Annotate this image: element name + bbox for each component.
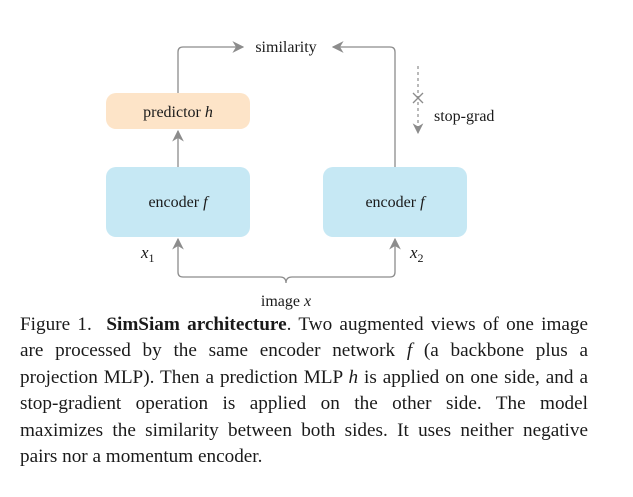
stop-grad-cross-icon <box>412 92 424 104</box>
caption-var-h: h <box>348 366 359 388</box>
stop-grad-label: stop-grad <box>434 108 494 125</box>
encoder-left-box <box>106 167 250 237</box>
caption-title: SimSiam architecture <box>106 314 287 335</box>
x1-label: x1 <box>140 243 155 265</box>
predictor-box <box>106 93 250 129</box>
similarity-label: similarity <box>255 39 316 56</box>
encoder-left-label: encoder f <box>148 194 210 211</box>
caption-text-1: Two augmented views of one image are pro… <box>20 314 589 362</box>
figure-label: Figure 1. <box>20 314 92 335</box>
image-brace <box>177 271 396 284</box>
arrow-predictor-to-similarity <box>177 41 245 93</box>
encoder-right-label: encoder f <box>365 194 427 211</box>
predictor-label: predictor h <box>143 104 213 121</box>
caption-title-period: . <box>286 314 292 335</box>
figure-caption: Figure 1. SimSiam architecture. Two augm… <box>20 312 588 470</box>
caption-text-3: is applied on one side, and a stop-gradi… <box>20 366 588 468</box>
encoder-right-box <box>323 167 467 237</box>
arrow-encoder-right-to-similarity <box>331 41 396 167</box>
simsiam-diagram: predictor h encoder f encoder f similari… <box>106 39 494 310</box>
caption-var-f: f <box>406 340 413 362</box>
image-label: image x <box>261 293 311 310</box>
caption-text-2: (a backbone plus a projection MLP). Then… <box>20 340 588 388</box>
x2-label: x2 <box>409 243 424 265</box>
